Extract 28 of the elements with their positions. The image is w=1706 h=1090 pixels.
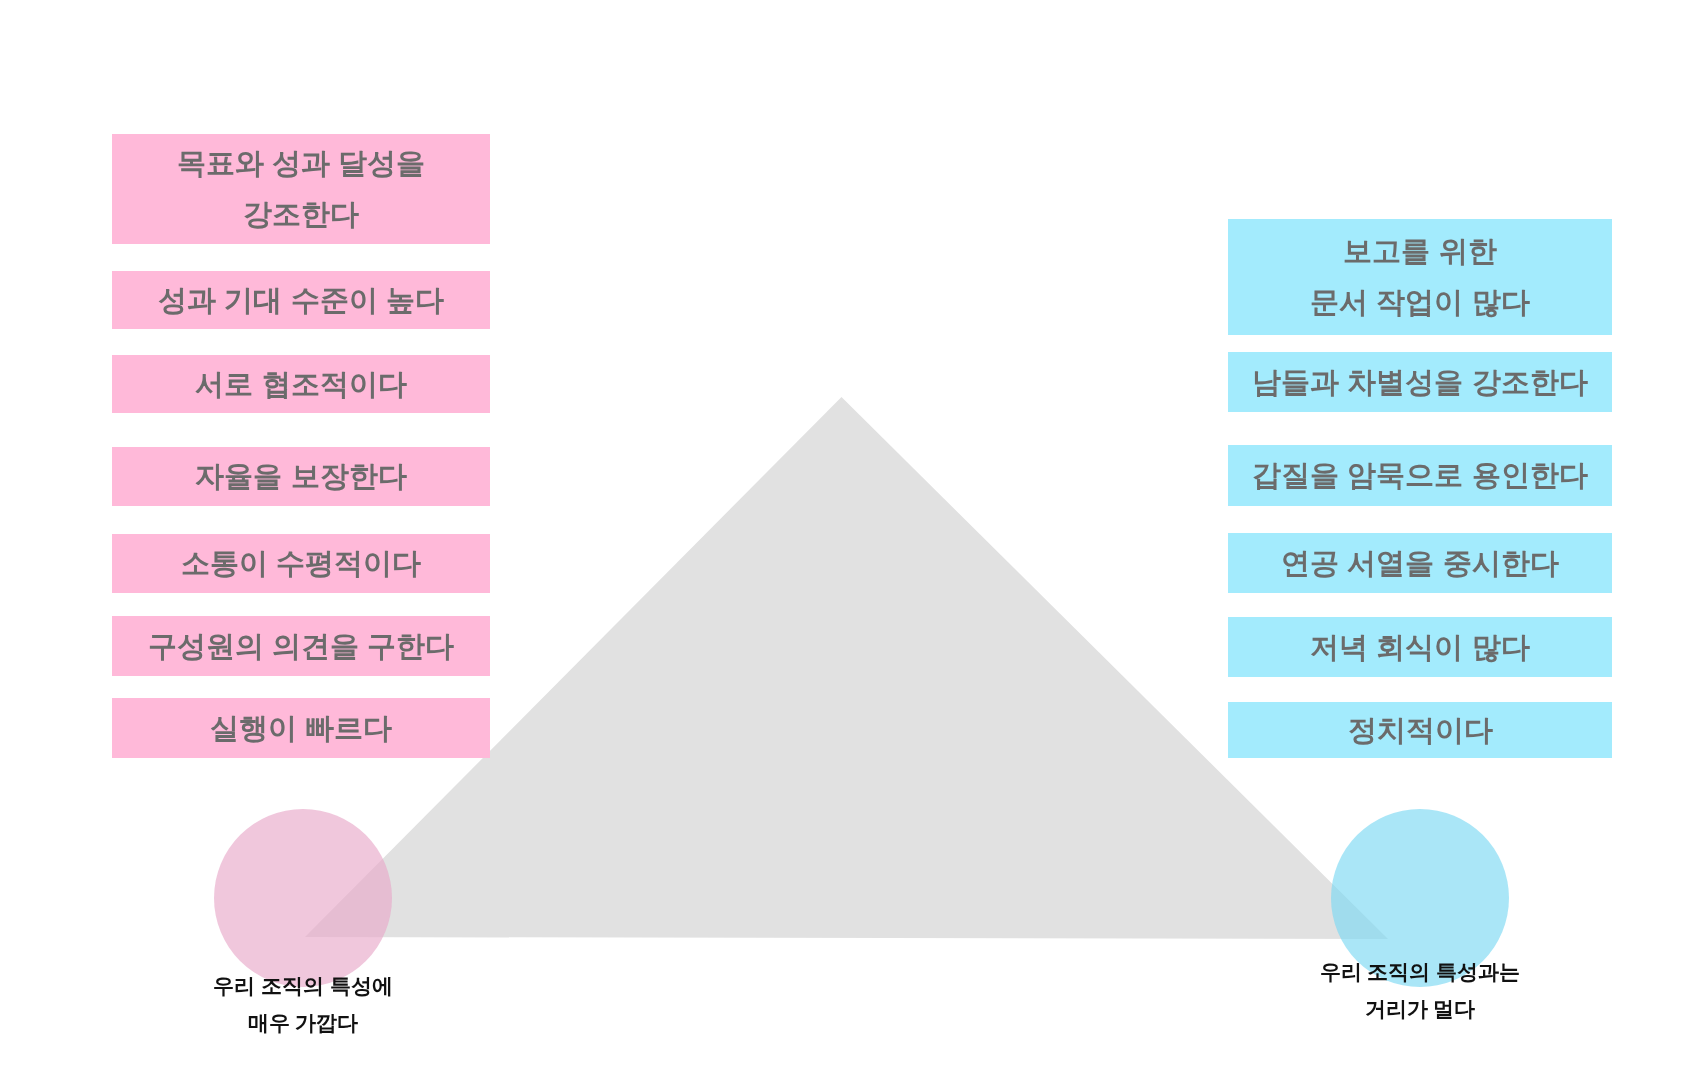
trait-card	[1228, 219, 1612, 335]
trait-card	[1228, 617, 1612, 677]
trait-text: 연공 서열을 중시한다	[1281, 545, 1559, 581]
circle-caption: 우리 조직의 특성에 매우 가깝다	[212, 973, 394, 1036]
trait-card	[1228, 445, 1612, 506]
trait-text: 소통이 수평적이다	[180, 546, 422, 581]
trait-card	[112, 447, 490, 506]
trait-card	[112, 534, 490, 593]
trait-card	[112, 271, 490, 329]
trait-text: 구성원의 의견을 구한다	[147, 628, 455, 664]
circle-caption: 우리 조직의 특성과는 거리가 멀다	[1318, 959, 1522, 1022]
trait-text: 자율을 보장한다	[195, 459, 407, 494]
trait-text: 서로 협조적이다	[195, 366, 407, 402]
trait-card	[112, 616, 490, 676]
trait-card	[1228, 352, 1612, 412]
trait-text: 정치적이다	[1347, 712, 1493, 748]
trait-card	[1228, 702, 1612, 758]
trait-text: 실행이 빠르다	[209, 710, 393, 746]
trait-text: 성과 기대 수준이 높다	[158, 282, 444, 318]
trait-text: 저녁 회식이 많다	[1310, 629, 1530, 665]
trait-card	[112, 355, 490, 413]
trait-card	[1228, 533, 1612, 593]
trait-text: 남들과 차별성을 강조한다	[1252, 364, 1588, 400]
trait-card	[112, 698, 490, 758]
trait-card	[112, 134, 490, 244]
trait-text: 목표와 성과 달성을 강조한다	[176, 146, 426, 232]
trait-text: 갑질을 암묵으로 용인한다	[1252, 458, 1588, 493]
trait-text: 보고를 위한 문서 작업이 많다	[1310, 234, 1530, 320]
